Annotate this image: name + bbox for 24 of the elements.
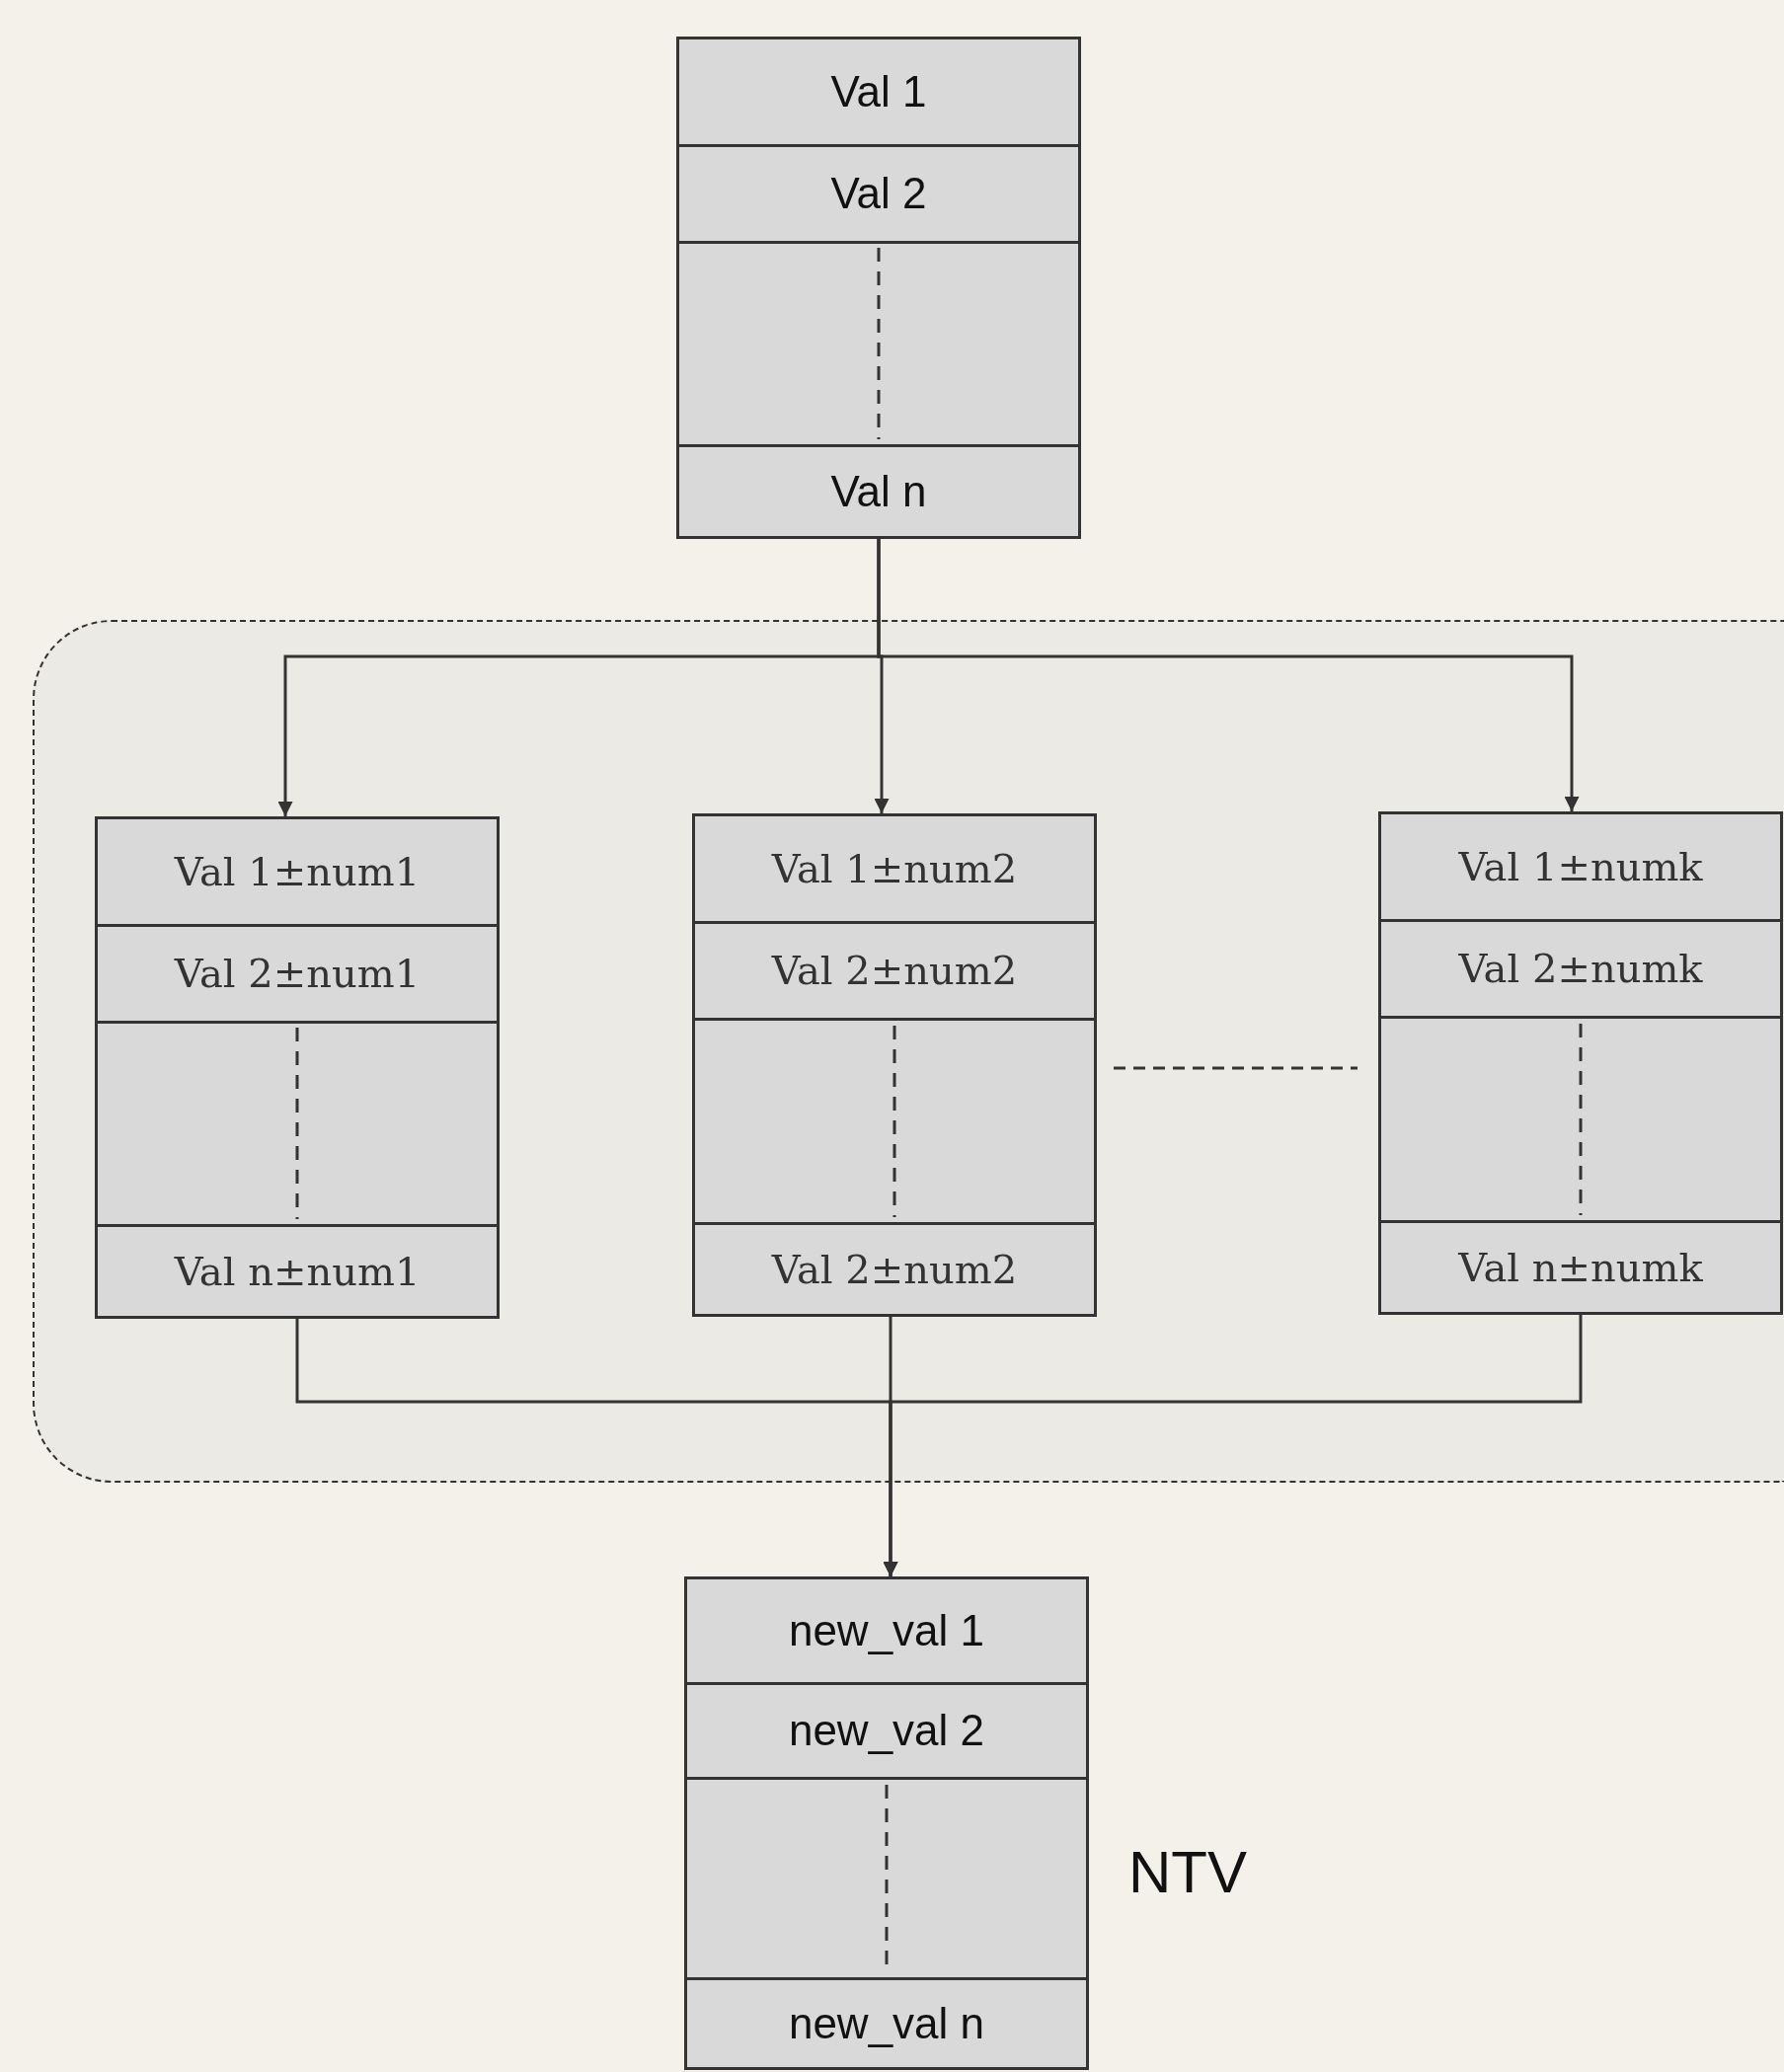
value-text: Val 2±numk — [1458, 946, 1703, 992]
value-text: Val n±num1 — [174, 1248, 421, 1294]
dashed-group-region — [33, 620, 1784, 1483]
value-text: Val n±numk — [1458, 1244, 1703, 1290]
value-text: new_val n — [788, 1998, 985, 2048]
value-text: Val 1 — [830, 66, 927, 116]
value-text: new_val 1 — [788, 1605, 985, 1655]
value-text: Val 1±num2 — [771, 845, 1018, 891]
value-stack — [684, 1576, 1089, 2070]
value-stack — [1378, 811, 1783, 1315]
value-stack — [692, 813, 1097, 1317]
stack-label: NTV — [1128, 1838, 1247, 1906]
arrow — [877, 539, 1580, 811]
value-text: Val 2±num1 — [174, 951, 421, 997]
value-text: Val 2 — [830, 169, 927, 219]
arrow — [883, 1315, 1583, 1576]
value-text: Val 1±numk — [1458, 843, 1703, 889]
value-text: Val 1±num1 — [174, 848, 421, 894]
value-stack — [95, 816, 500, 1319]
value-text: Val 2±num2 — [771, 1246, 1018, 1292]
value-stack — [676, 37, 1081, 539]
value-text: Val n — [830, 466, 927, 516]
value-text: new_val 2 — [788, 1706, 985, 1756]
value-text: Val 2±num2 — [771, 948, 1018, 994]
